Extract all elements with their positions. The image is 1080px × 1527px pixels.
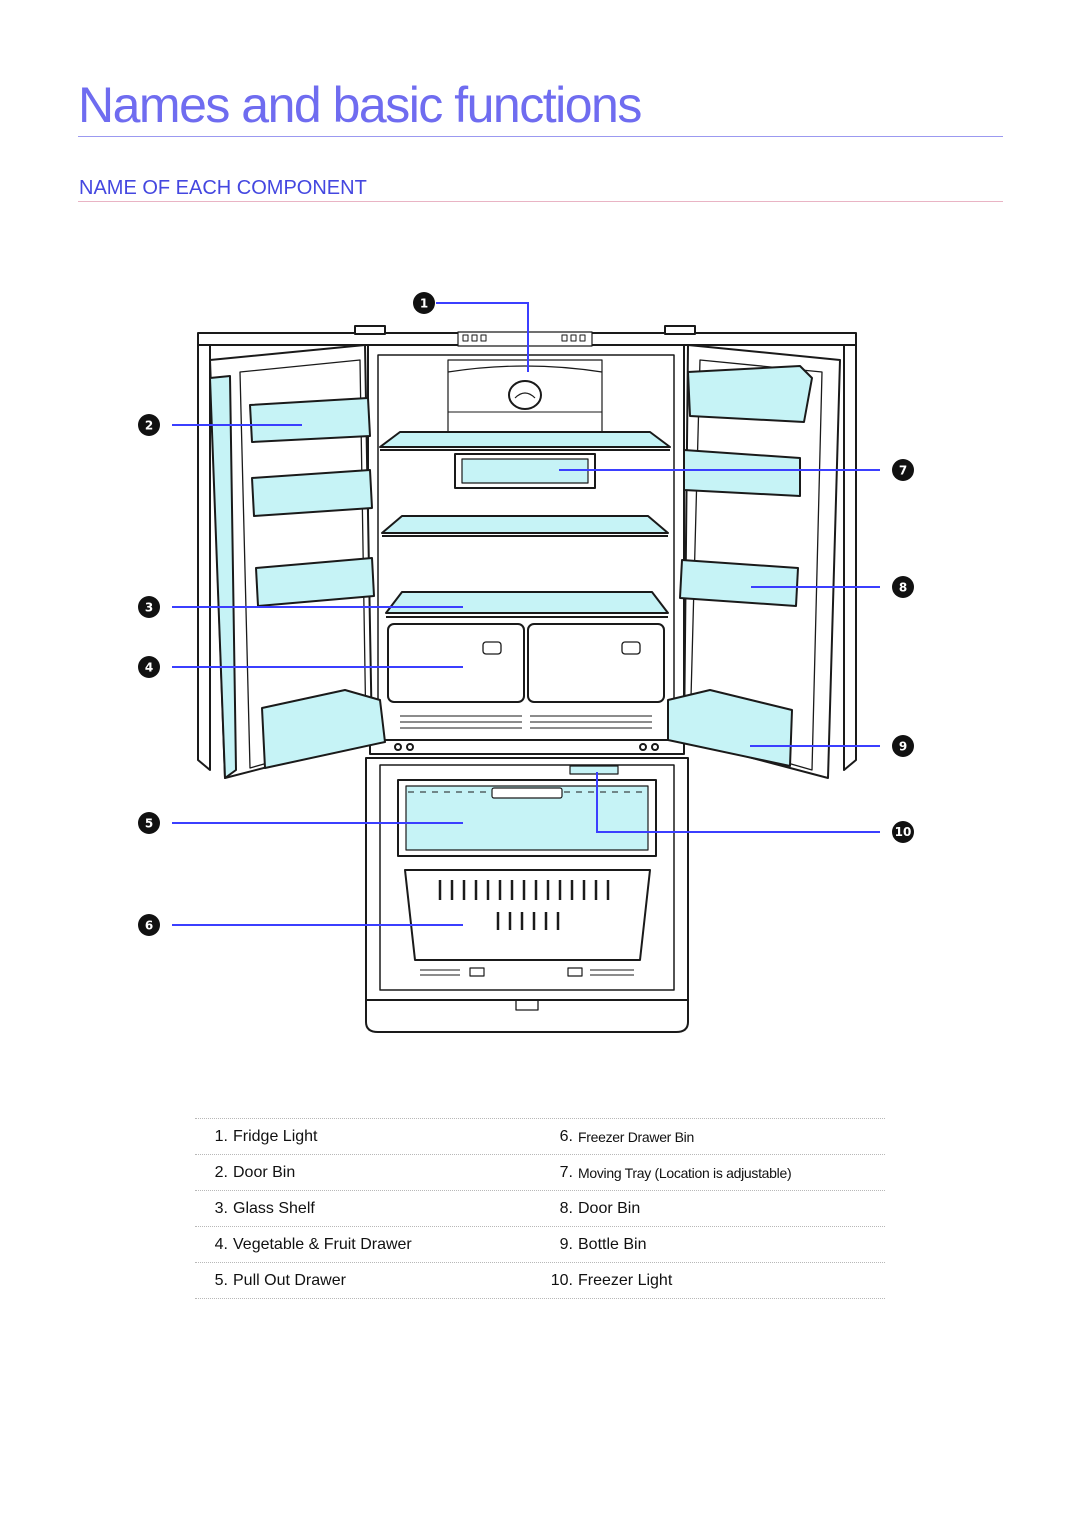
callout-1: 1 bbox=[413, 292, 435, 314]
legend-row: 2. Door Bin 7. Moving Tray (Location is … bbox=[195, 1154, 885, 1190]
legend-label: Moving Tray (Location is adjustable) bbox=[578, 1164, 792, 1181]
legend-number: 1. bbox=[214, 1127, 228, 1145]
svg-text:1: 1 bbox=[420, 297, 428, 311]
legend-item-9: 9. Bottle Bin bbox=[540, 1236, 885, 1254]
svg-text:10: 10 bbox=[895, 825, 912, 839]
section-divider bbox=[78, 201, 1003, 202]
legend-item-8: 8. Door Bin bbox=[540, 1200, 885, 1218]
title-divider bbox=[78, 136, 1003, 137]
legend-label: Pull Out Drawer bbox=[233, 1271, 346, 1289]
legend-label: Glass Shelf bbox=[233, 1199, 315, 1217]
legend-item-5: 5. Pull Out Drawer bbox=[195, 1272, 540, 1290]
legend-label: Vegetable & Fruit Drawer bbox=[233, 1235, 412, 1253]
legend-number: 7. bbox=[559, 1163, 573, 1181]
legend-number: 9. bbox=[559, 1235, 573, 1253]
svg-text:8: 8 bbox=[899, 581, 907, 595]
legend-number: 3. bbox=[214, 1199, 228, 1217]
svg-text:2: 2 bbox=[145, 419, 153, 433]
callout-2: 2 bbox=[138, 414, 160, 436]
component-legend: 1. Fridge Light 6. Freezer Drawer Bin 2.… bbox=[195, 1118, 885, 1299]
callout-6: 6 bbox=[138, 914, 160, 936]
legend-number: 8. bbox=[559, 1199, 573, 1217]
legend-row: 1. Fridge Light 6. Freezer Drawer Bin bbox=[195, 1118, 885, 1154]
legend-number: 6. bbox=[559, 1127, 573, 1145]
legend-label: Door Bin bbox=[233, 1163, 296, 1181]
callout-5: 5 bbox=[138, 812, 160, 834]
svg-text:7: 7 bbox=[899, 464, 907, 478]
callout-7: 7 bbox=[892, 459, 914, 481]
section-title: NAME OF EACH COMPONENT bbox=[79, 177, 367, 199]
callout-3: 3 bbox=[138, 596, 160, 618]
legend-number: 10. bbox=[550, 1271, 573, 1289]
legend-item-7: 7. Moving Tray (Location is adjustable) bbox=[540, 1164, 885, 1182]
legend-label: Bottle Bin bbox=[578, 1235, 647, 1253]
page-title: Names and basic functions bbox=[78, 77, 642, 133]
legend-item-2: 2. Door Bin bbox=[195, 1164, 540, 1182]
legend-row: 4. Vegetable & Fruit Drawer 9. Bottle Bi… bbox=[195, 1226, 885, 1262]
legend-label: Freezer Light bbox=[578, 1271, 673, 1289]
legend-label: Fridge Light bbox=[233, 1127, 318, 1145]
legend-row: 3. Glass Shelf 8. Door Bin bbox=[195, 1190, 885, 1226]
svg-text:6: 6 bbox=[145, 919, 153, 933]
legend-item-10: 10. Freezer Light bbox=[540, 1272, 885, 1290]
callout-9: 9 bbox=[892, 735, 914, 757]
legend-row: 5. Pull Out Drawer 10. Freezer Light bbox=[195, 1262, 885, 1299]
svg-text:3: 3 bbox=[145, 601, 153, 615]
legend-item-4: 4. Vegetable & Fruit Drawer bbox=[195, 1236, 540, 1254]
callout-8: 8 bbox=[892, 576, 914, 598]
refrigerator-diagram: 1 2 3 4 5 6 7 8 9 10 bbox=[138, 292, 914, 1033]
legend-item-1: 1. Fridge Light bbox=[195, 1128, 540, 1146]
legend-label: Door Bin bbox=[578, 1199, 641, 1217]
legend-number: 5. bbox=[214, 1271, 228, 1289]
leader-lines bbox=[172, 302, 880, 926]
legend-item-6: 6. Freezer Drawer Bin bbox=[540, 1128, 885, 1146]
svg-text:5: 5 bbox=[145, 817, 153, 831]
callout-10: 10 bbox=[892, 821, 914, 843]
legend-label: Freezer Drawer Bin bbox=[578, 1128, 694, 1145]
refrigerator-illustration bbox=[197, 325, 857, 1033]
svg-text:4: 4 bbox=[145, 661, 153, 675]
callout-4: 4 bbox=[138, 656, 160, 678]
legend-number: 2. bbox=[214, 1163, 228, 1181]
svg-text:9: 9 bbox=[899, 740, 907, 754]
legend-item-3: 3. Glass Shelf bbox=[195, 1200, 540, 1218]
legend-number: 4. bbox=[214, 1235, 228, 1253]
